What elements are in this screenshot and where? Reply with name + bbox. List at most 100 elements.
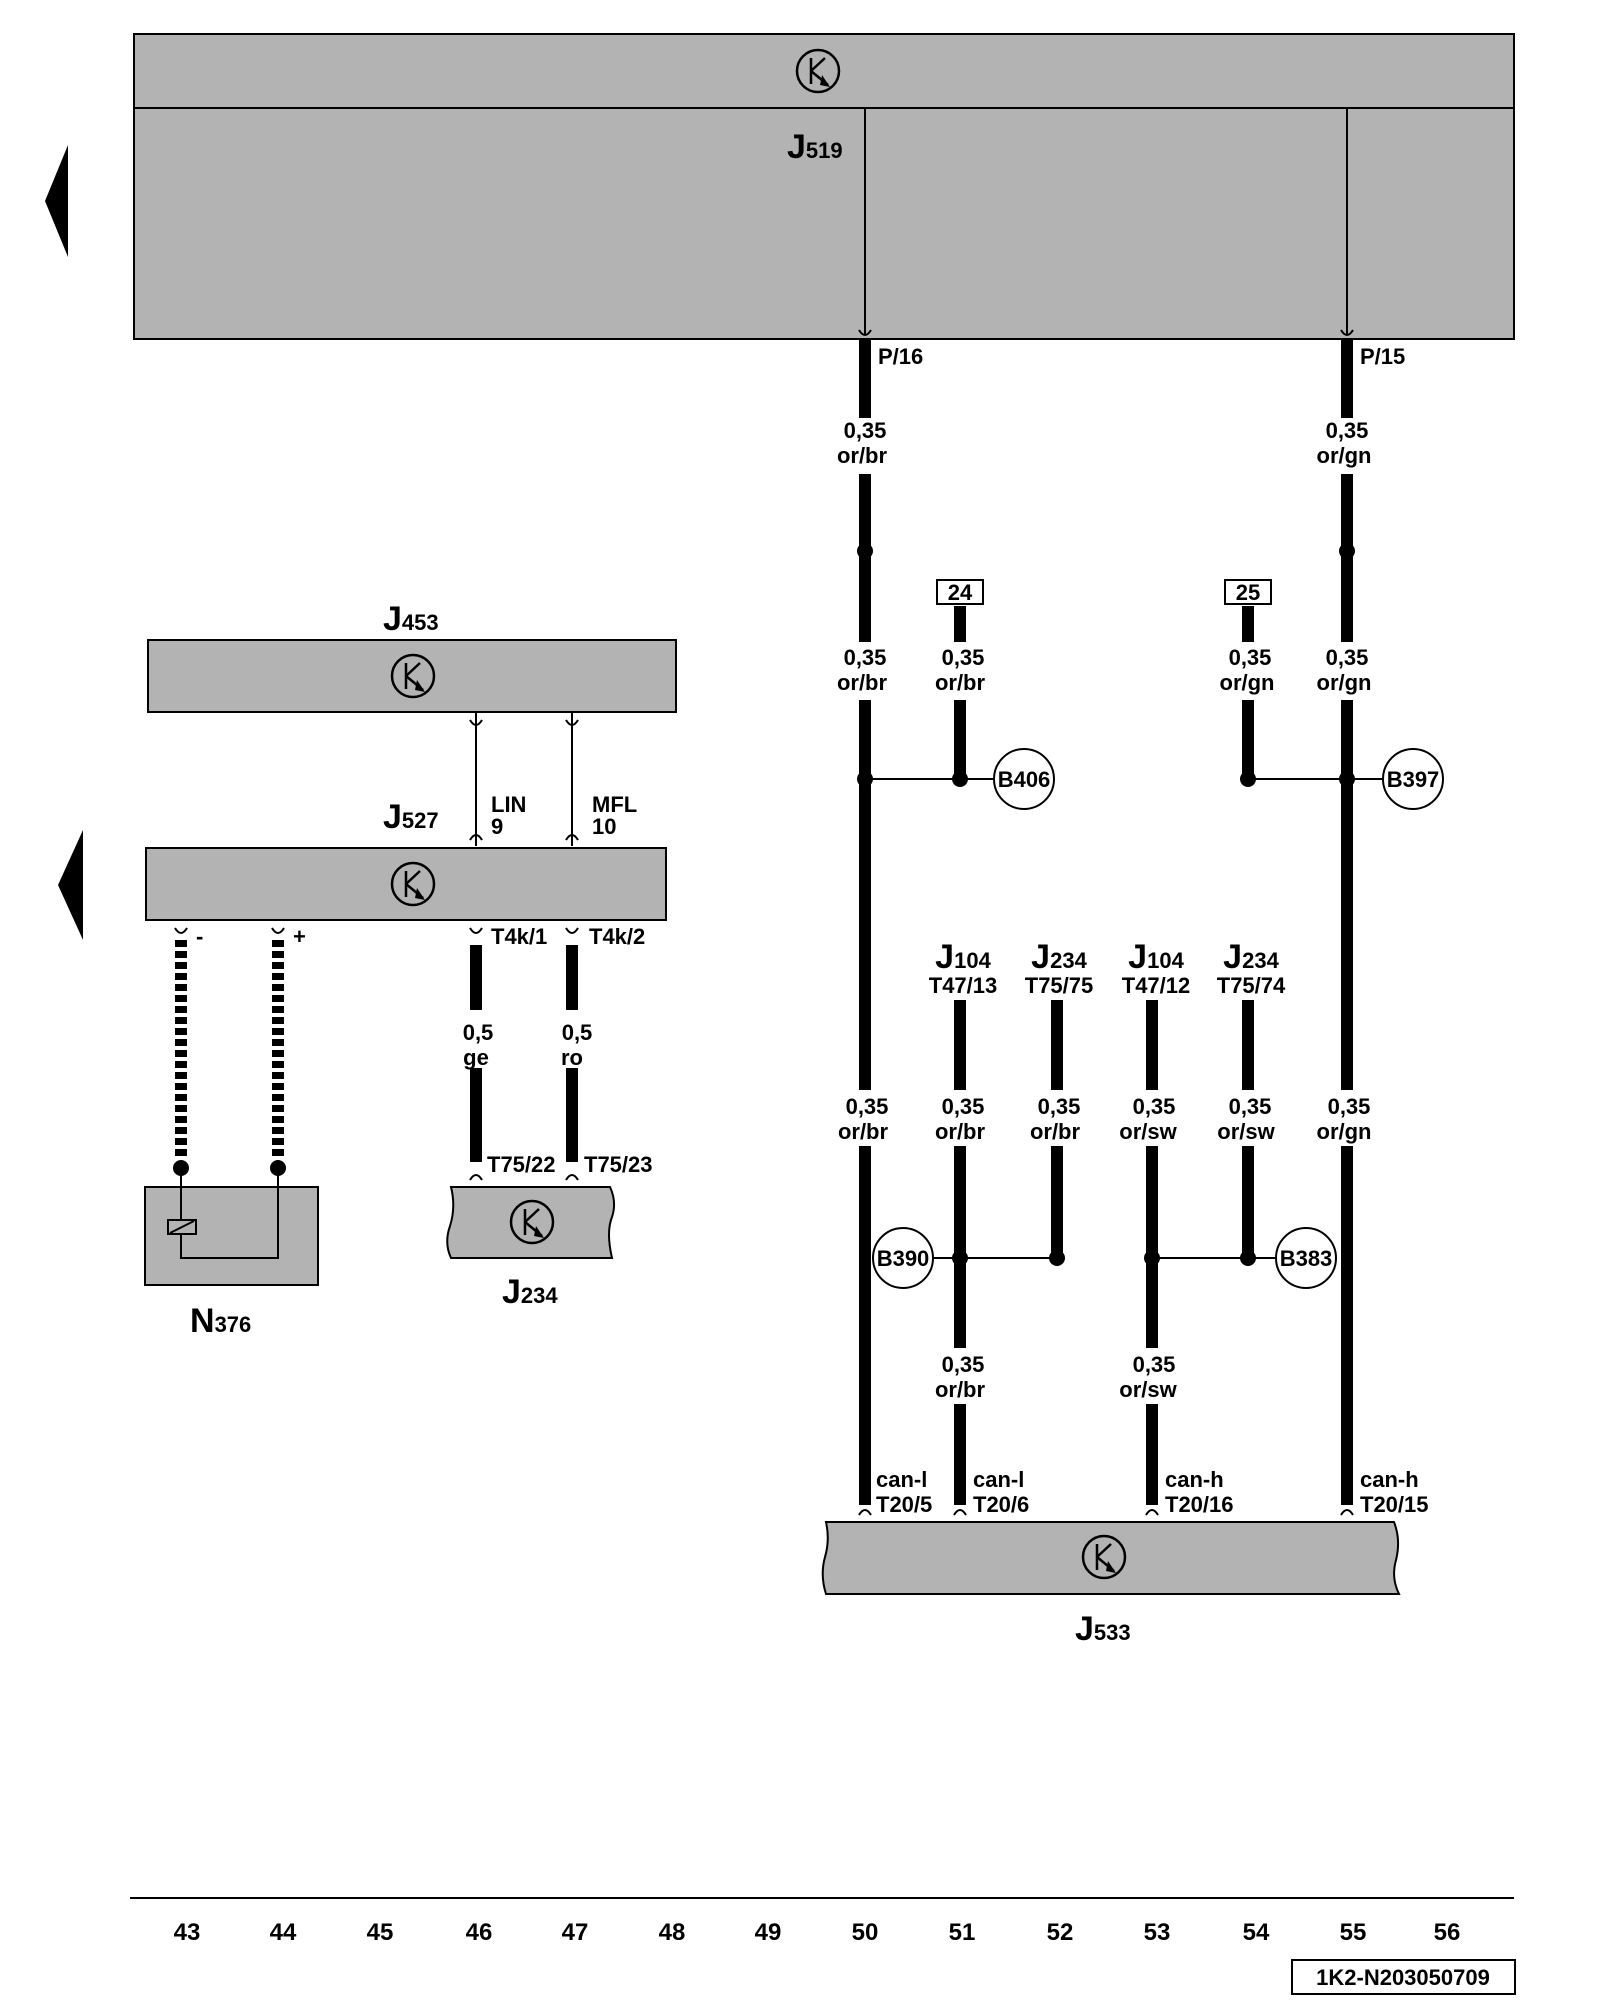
connector-b397[interactable]: B397 — [1382, 748, 1444, 810]
pin-label: T75/22 — [487, 1152, 556, 1177]
component-number: 519 — [806, 138, 843, 163]
component-letter: J — [787, 128, 806, 166]
pin-markers — [174, 329, 1354, 1516]
axis-column-number: 51 — [949, 1919, 976, 1946]
wire-color: or/br — [837, 443, 888, 468]
wires — [470, 340, 1353, 1505]
component-letter: J — [1128, 938, 1147, 976]
j453-control-unit: J453 — [147, 600, 677, 713]
wire-color: ge — [463, 1045, 489, 1070]
svg-text:J453: J453 — [383, 600, 439, 638]
wire-color: or/sw — [1119, 1377, 1177, 1402]
previous-page-arrow-icon[interactable] — [45, 145, 68, 257]
pin-label: T4k/1 — [491, 924, 547, 949]
svg-text:J519: J519 — [787, 128, 843, 166]
wire-size: 0,35 — [942, 645, 985, 670]
j519-control-unit: J519 — [133, 33, 1515, 340]
previous-page-arrow-icon[interactable] — [58, 830, 83, 940]
wire-color: or/br — [935, 1119, 986, 1144]
axis-column-number: 44 — [270, 1919, 297, 1946]
pin-label: MFL — [592, 792, 637, 817]
wire-size: 0,35 — [1229, 645, 1272, 670]
connector-b390[interactable]: B390 — [872, 1227, 934, 1289]
component-letter: J — [1223, 938, 1242, 976]
svg-text:J104: J104 — [1128, 938, 1184, 976]
component-letter: J — [383, 798, 402, 836]
pin-label: P/16 — [878, 344, 923, 369]
svg-text:J234: J234 — [502, 1273, 558, 1311]
component-letter: J — [1075, 1610, 1094, 1648]
terminal-label: T20/15 — [1360, 1492, 1429, 1517]
component-number: 376 — [215, 1312, 252, 1337]
wire-color: or/br — [838, 1119, 889, 1144]
axis-column-number: 49 — [755, 1919, 782, 1946]
axis-column-number: 45 — [367, 1919, 394, 1946]
component-letter: J — [935, 938, 954, 976]
j533-pin-labels: can-l T20/5 can-l T20/6 can-h T20/16 can… — [876, 1467, 1429, 1517]
terminal-label: T20/5 — [876, 1492, 932, 1517]
axis-column-number: 46 — [466, 1919, 493, 1946]
terminal-label: T47/12 — [1122, 973, 1191, 998]
junction-dots — [173, 543, 1355, 1266]
wire-color: or/sw — [1217, 1119, 1275, 1144]
axis-column-number: 52 — [1047, 1919, 1074, 1946]
pin-label: P/15 — [1360, 344, 1405, 369]
component-number: 234 — [1242, 948, 1279, 973]
connector-label: B406 — [998, 767, 1051, 792]
svg-text:J234: J234 — [1223, 938, 1279, 976]
terminal-label: T47/13 — [929, 973, 998, 998]
terminal-label: T20/6 — [973, 1492, 1029, 1517]
wire-color: or/br — [935, 670, 986, 695]
terminal-label: T75/74 — [1217, 973, 1286, 998]
pin-label: 10 — [592, 814, 616, 839]
connector-b406[interactable]: B406 — [993, 748, 1055, 810]
axis-column-number: 50 — [852, 1919, 879, 1946]
reference-number: 25 — [1236, 580, 1260, 605]
wire-labels: 0,35 or/br 0,35 or/gn 0,35 or/br 0,35 or… — [463, 418, 1372, 1402]
signal-label: can-l — [973, 1467, 1024, 1492]
component-number: 533 — [1094, 1620, 1131, 1645]
reference-labels: J104 T47/13 J234 T75/75 J104 T47/12 J234… — [929, 938, 1286, 998]
document-id-text: 1K2-N203050709 — [1316, 1965, 1490, 1990]
axis-column-number: 56 — [1434, 1919, 1461, 1946]
wire-color: or/sw — [1119, 1119, 1177, 1144]
signal-label: can-h — [1165, 1467, 1224, 1492]
j533-control-unit: J533 — [821, 1521, 1401, 1648]
wire-color: or/br — [935, 1377, 986, 1402]
pin-label: + — [293, 924, 306, 949]
reference-number: 24 — [948, 580, 973, 605]
wire-size: 0,35 — [1326, 418, 1369, 443]
wire-size: 0,5 — [562, 1020, 593, 1045]
connector-b383[interactable]: B383 — [1275, 1227, 1337, 1289]
axis-column-number: 47 — [562, 1919, 589, 1946]
wire-size: 0,35 — [1328, 1094, 1371, 1119]
component-letter: J — [502, 1273, 521, 1311]
component-number: 527 — [402, 808, 439, 833]
pin-label: LIN — [491, 792, 526, 817]
wire-color: ro — [561, 1045, 583, 1070]
svg-text:J234: J234 — [1031, 938, 1087, 976]
reference-box-24[interactable]: 24 — [936, 579, 984, 605]
component-letter: J — [383, 600, 402, 638]
pin-label: - — [196, 924, 203, 949]
n376-component: N376 — [144, 1170, 319, 1340]
wire-size: 0,35 — [844, 418, 887, 443]
wire-size: 0,35 — [1229, 1094, 1272, 1119]
signal-label: can-h — [1360, 1467, 1419, 1492]
svg-text:J104: J104 — [935, 938, 991, 976]
wire-size: 0,35 — [942, 1352, 985, 1377]
axis-column-number: 48 — [659, 1919, 686, 1946]
wire-size: 0,5 — [463, 1020, 494, 1045]
terminal-label: T20/16 — [1165, 1492, 1234, 1517]
wire-color: or/br — [837, 670, 888, 695]
terminal-label: T75/75 — [1025, 973, 1094, 998]
component-number: 104 — [954, 948, 991, 973]
connector-label: B397 — [1387, 767, 1440, 792]
axis-column-number: 55 — [1340, 1919, 1367, 1946]
component-number: 453 — [402, 610, 439, 635]
reference-box-25[interactable]: 25 — [1224, 579, 1272, 605]
wire-color: or/br — [1030, 1119, 1081, 1144]
axis-column-number: 53 — [1144, 1919, 1171, 1946]
